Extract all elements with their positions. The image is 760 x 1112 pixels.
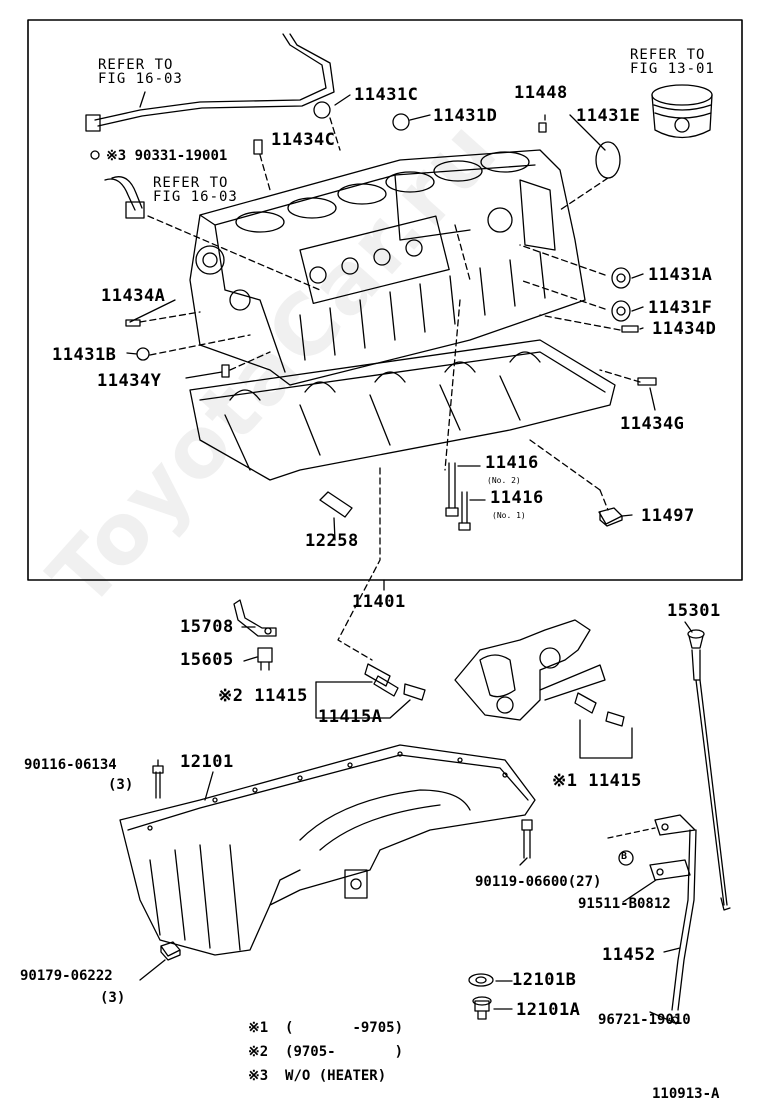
refer-fig-13-01-label: REFER TO FIG 13-01 <box>630 47 715 77</box>
part-11416-no1-note: (No. 1) <box>492 511 526 520</box>
refer-fig-16-03-label: REFER TO FIG 16-03 <box>98 57 183 87</box>
piston-illustration <box>651 84 713 139</box>
part-11415-s1: ※1 11415 <box>552 771 642 791</box>
part-12101A: 12101A <box>516 1000 581 1020</box>
part-90116-qty: (3) <box>108 777 134 793</box>
part-90179-qty: (3) <box>100 990 126 1006</box>
part-11431E: 11431E <box>576 106 641 126</box>
nut-11497 <box>598 507 623 527</box>
bypass-hose <box>104 176 145 219</box>
pin-12258 <box>319 491 353 518</box>
note-1: ※1 ( -9705) <box>248 1020 404 1036</box>
part-11431B: 11431B <box>52 345 117 365</box>
part-90179-06222: 90179-06222 <box>20 968 113 984</box>
bracket-15708 <box>233 599 277 637</box>
part-90331-19001: ※3 90331-19001 <box>106 148 228 164</box>
part-11416-no2: 11416 <box>485 453 539 473</box>
part-11434D: 11434D <box>652 319 717 339</box>
circle-b-marker: B <box>621 851 628 862</box>
leader-lines-lower <box>157 579 693 1023</box>
part-11497: 11497 <box>641 506 695 526</box>
part-11431D: 11431D <box>433 106 498 126</box>
nut-90179 <box>139 941 181 981</box>
part-11431F: 11431F <box>648 298 713 318</box>
part-11416-no1: 11416 <box>490 488 544 508</box>
figure-id: 110913-A <box>652 1086 720 1102</box>
refer-fig-16-03-label-2: REFER TO FIG 16-03 <box>153 175 238 205</box>
part-11416-no2-note: (No. 2) <box>487 476 521 485</box>
part-12101B: 12101B <box>512 970 577 990</box>
part-11448: 11448 <box>514 83 568 103</box>
part-90119-06600: 90119-06600(27) <box>475 874 602 890</box>
part-11434A: 11434A <box>101 286 166 306</box>
water-pipe <box>85 33 335 160</box>
note-3: ※3 W/O (HEATER) <box>248 1068 387 1084</box>
part-11434Y: 11434Y <box>97 371 162 391</box>
fitting-15605 <box>243 647 273 671</box>
bolt-90119 <box>521 819 533 859</box>
part-90116-06134: 90116-06134 <box>24 757 117 773</box>
drain-plug-set <box>468 973 513 1020</box>
part-15301: 15301 <box>667 601 721 621</box>
note-2: ※2 (9705- ) <box>248 1044 404 1060</box>
upper-frame <box>27 19 743 581</box>
oil-jets-left <box>315 663 426 719</box>
dashed-leaders <box>139 117 641 661</box>
part-12258: 12258 <box>305 531 359 551</box>
dipstick-guide-11452 <box>607 814 697 1025</box>
part-11434C: 11434C <box>271 130 336 150</box>
leader-lines-upper <box>126 91 656 541</box>
part-11431C: 11431C <box>354 85 419 105</box>
cylinder-block <box>189 149 586 386</box>
dipstick-15301 <box>687 629 731 911</box>
bolts-11416 <box>445 462 471 531</box>
part-96721-19010: 96721-19010 <box>598 1012 691 1028</box>
oil-pan-12101 <box>119 744 536 956</box>
part-11401: 11401 <box>352 592 406 612</box>
oil-jets-right <box>574 692 633 759</box>
part-91511-B0812: 91511-B0812 <box>578 896 671 912</box>
oil-pump-housing <box>454 619 606 721</box>
part-15605: 15605 <box>180 650 234 670</box>
part-11415-s2: ※2 11415 <box>218 686 308 706</box>
part-11452: 11452 <box>602 945 656 965</box>
crankcase-lower <box>189 339 616 481</box>
bolt-90116 <box>152 765 164 799</box>
part-11431A: 11431A <box>648 265 713 285</box>
part-11415A: 11415A <box>318 707 383 727</box>
part-15708: 15708 <box>180 617 234 637</box>
part-11434G: 11434G <box>620 414 685 434</box>
part-12101: 12101 <box>180 752 234 772</box>
